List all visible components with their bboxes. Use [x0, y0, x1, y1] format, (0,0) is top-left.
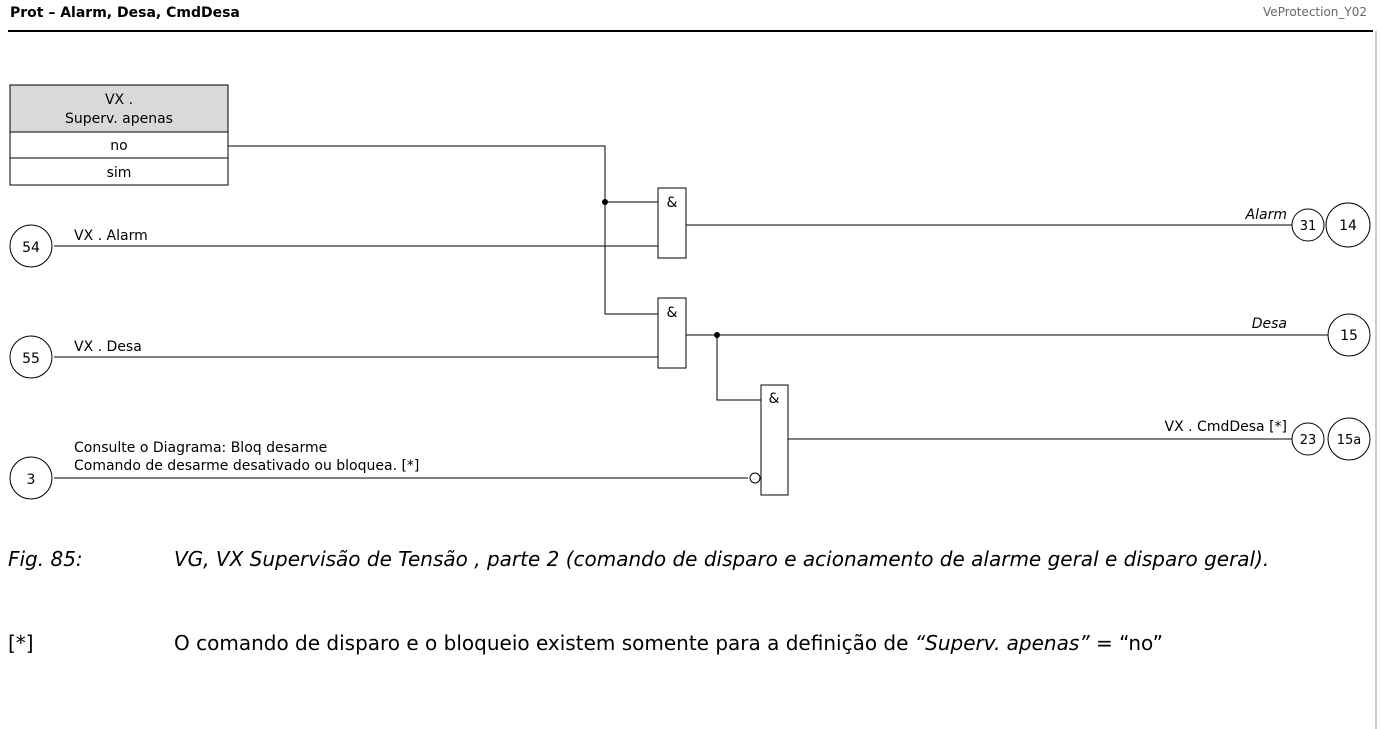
input-connector-number: 54: [22, 240, 40, 256]
page-title: Prot – Alarm, Desa, CmdDesa: [10, 5, 240, 21]
junction-dot: [602, 199, 608, 205]
output-ref: 14: [1339, 218, 1357, 234]
output-ref: 15: [1340, 328, 1358, 344]
output-connector: 31: [1291, 208, 1325, 242]
output-ref: 31: [1300, 219, 1317, 234]
footnote-text-suffix: = “no”: [1089, 631, 1163, 655]
output-connector: 15: [1327, 313, 1371, 357]
input-connector-55: 55: [9, 335, 53, 379]
setting-table-header: [9, 84, 229, 133]
and-gate: &: [657, 187, 687, 259]
setting-table-header-line1: VX .: [105, 92, 133, 108]
input-label-bloq-line2: Comando de desarme desativado ou bloquea…: [74, 458, 419, 474]
wire-desa-to-gate3: [716, 335, 761, 401]
footnote-text-prefix: O comando de disparo e o bloqueio existe…: [174, 631, 915, 655]
setting-option-row: [9, 157, 229, 186]
setting-option-no: no: [110, 138, 127, 154]
logic-diagram: VX . Superv. apenas no sim & & & 54 VX .: [8, 30, 1373, 500]
input-label-desa: VX . Desa: [74, 339, 142, 355]
footnote-text-italic: “Superv. apenas”: [914, 631, 1090, 655]
junction-dot: [714, 332, 720, 338]
setting-option-sim: sim: [107, 165, 132, 181]
output-ref: 23: [1300, 433, 1317, 448]
output-label-alarm: Alarm: [1245, 207, 1287, 223]
figure-label: Fig. 85:: [8, 547, 83, 571]
page-header: Prot – Alarm, Desa, CmdDesa VeProtection…: [0, 0, 1381, 30]
input-connector-number: 3: [27, 472, 36, 488]
and-gate-symbol: &: [667, 195, 678, 211]
output-connector: 23: [1291, 422, 1325, 456]
and-gate: &: [657, 297, 687, 369]
input-connector-3: 3: [9, 456, 53, 500]
output-label-cmddesa: VX . CmdDesa [*]: [1165, 419, 1287, 435]
and-gate-symbol: &: [667, 305, 678, 321]
figure-caption-text: VG, VX Supervisão de Tensão , parte 2 (c…: [174, 547, 1270, 571]
output-connector: 15a: [1327, 417, 1371, 461]
setting-table: VX . Superv. apenas no sim: [9, 84, 229, 186]
output-ref: 15a: [1337, 433, 1362, 448]
inverter-bubble: [749, 472, 761, 484]
input-connector-number: 55: [22, 351, 40, 367]
output-connector: 14: [1325, 202, 1371, 248]
page-code: VeProtection_Y02: [1263, 5, 1367, 19]
input-label-bloq-line1: Consulte o Diagrama: Bloq desarme: [74, 440, 327, 456]
footnote-label: [*]: [8, 631, 34, 655]
wire-no-to-gates: [228, 145, 658, 315]
setting-table-header-line2: Superv. apenas: [65, 111, 173, 127]
input-connector-54: 54: [9, 224, 53, 268]
setting-option-row: [9, 131, 229, 159]
and-gate-symbol: &: [769, 391, 780, 407]
output-label-desa: Desa: [1252, 316, 1287, 332]
input-label-alarm: VX . Alarm: [74, 228, 148, 244]
footnote-text: O comando de disparo e o bloqueio existe…: [174, 630, 1374, 657]
wires: [54, 145, 1328, 479]
and-gate: &: [760, 384, 789, 496]
